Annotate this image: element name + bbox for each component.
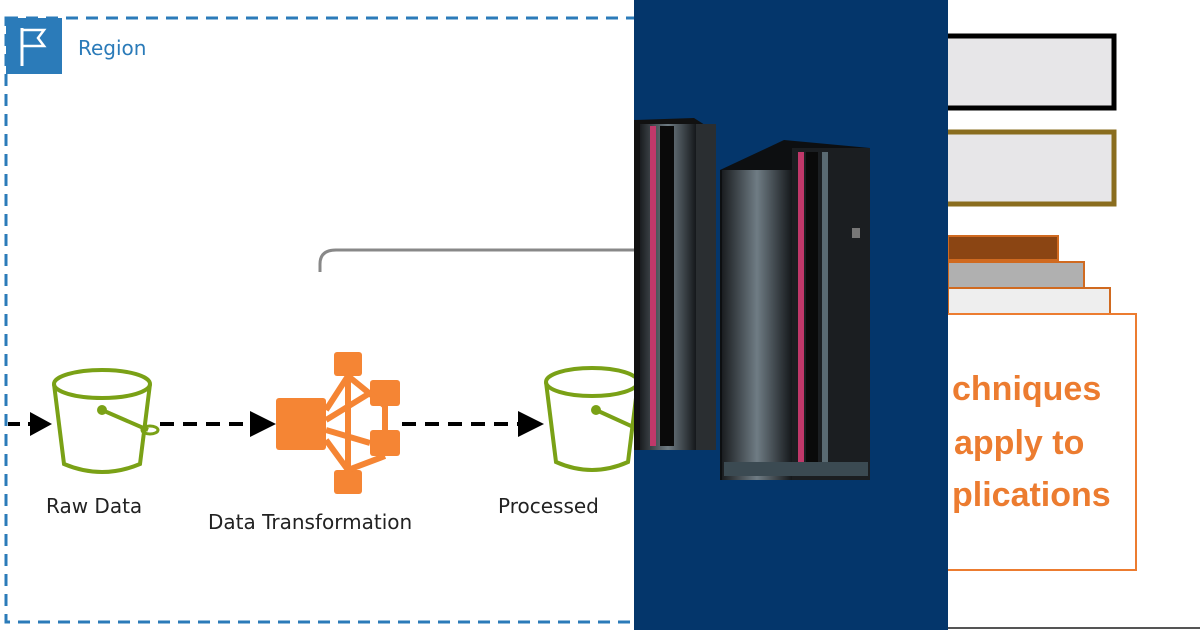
card-text-line-2: apply to	[954, 424, 1085, 462]
transform-icon	[276, 352, 400, 494]
bucket-icon	[52, 368, 160, 474]
slide-graphics	[948, 33, 1200, 629]
region-label: Region	[78, 36, 147, 60]
flow-arrow-raw-to-transform	[160, 411, 276, 437]
text-card	[948, 313, 1137, 571]
bucket-icon	[544, 366, 634, 472]
stack-bar-gray	[948, 261, 1085, 289]
card-text-line-1: chniques	[952, 370, 1102, 408]
flow-arrow-in	[8, 412, 52, 436]
node-label-data-transformation: Data Transformation	[208, 510, 413, 534]
box-olive-border	[948, 129, 1117, 207]
box-black-border	[948, 33, 1117, 111]
region-boundary	[4, 16, 634, 624]
group-bracket-line	[318, 248, 634, 272]
stack-bar-brown	[948, 235, 1059, 261]
flow-arrow-transform-to-processed	[402, 411, 544, 437]
node-label-raw-data: Raw Data	[46, 494, 143, 518]
slide-fragment-panel: chniques apply to plications	[948, 0, 1200, 630]
flag-icon	[6, 18, 62, 74]
diagram-canvas	[4, 16, 634, 624]
server-rack-icon	[634, 118, 870, 480]
card-text-line-3: plications	[952, 476, 1111, 514]
architecture-diagram-panel: Region Raw Data Data Transformation Proc…	[4, 16, 634, 624]
stack-bar-light	[948, 287, 1111, 315]
node-label-processed: Processed	[498, 494, 599, 518]
server-image-panel	[634, 0, 948, 630]
